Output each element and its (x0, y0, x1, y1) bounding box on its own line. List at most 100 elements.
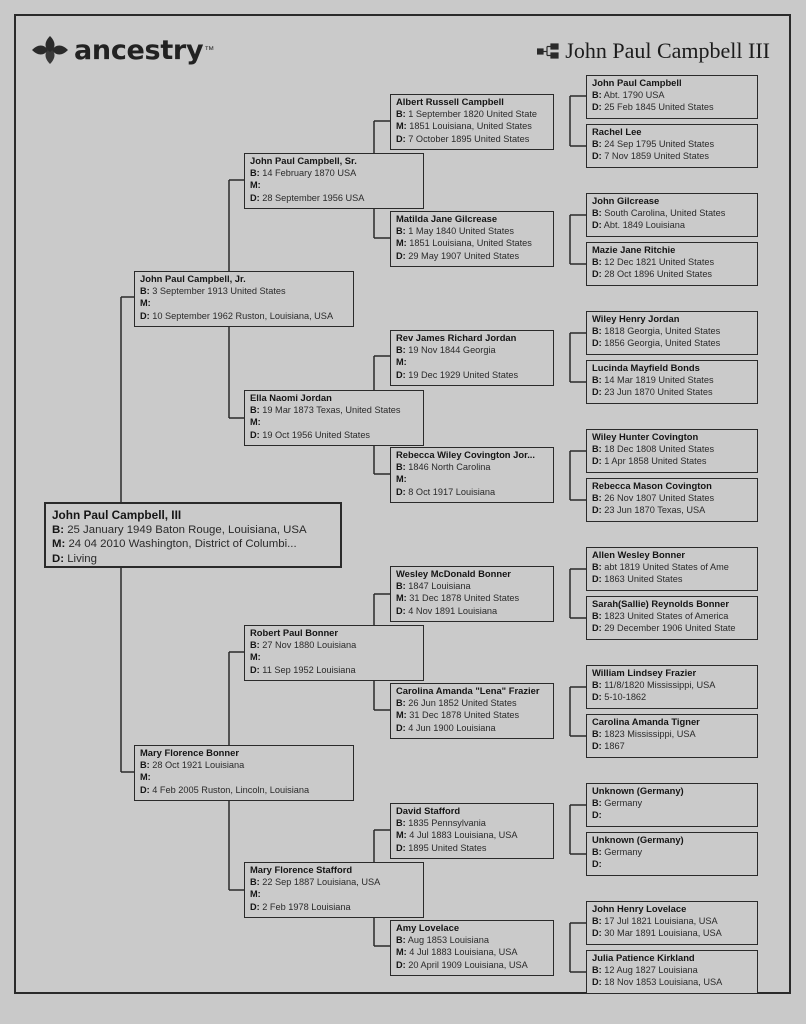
person-card-gen5-7[interactable]: Wiley Hunter Covington B: 18 Dec 1808 Un… (586, 429, 758, 473)
death-label: D: (396, 250, 406, 261)
person-card-gen5-8[interactable]: Rebecca Mason Covington B: 26 Nov 1807 U… (586, 478, 758, 522)
person-card-gen5-9[interactable]: Allen Wesley Bonner B: abt 1819 United S… (586, 547, 758, 591)
birth-value: Aug 1853 Louisiana (407, 935, 489, 946)
birth-label: B: (396, 109, 406, 120)
person-card-maternal-grandfather[interactable]: Robert Paul Bonner B: 27 Nov 1880 Louisi… (244, 625, 424, 681)
person-card-gen5-4[interactable]: Mazie Jane Ritchie B: 12 Dec 1821 United… (586, 242, 758, 286)
person-card-gen4-3[interactable]: Rev James Richard Jordan B: 19 Nov 1844 … (390, 330, 554, 386)
person-name: John Henry Lovelace (592, 903, 687, 914)
death-label: D: (396, 722, 406, 733)
person-card-gen5-1[interactable]: John Paul Campbell B: Abt. 1790 USA D: 2… (586, 75, 758, 119)
death-value: 30 Mar 1891 Louisiana, USA (604, 928, 722, 939)
person-name: Unknown (Germany) (592, 785, 684, 796)
person-card-mother[interactable]: Mary Florence Bonner B: 28 Oct 1921 Loui… (134, 745, 354, 801)
person-name: Allen Wesley Bonner (592, 549, 686, 560)
person-name: John Paul Campbell (592, 77, 682, 88)
person-card-maternal-grandmother[interactable]: Mary Florence Stafford B: 22 Sep 1887 Lo… (244, 862, 424, 918)
birth-value: 26 Nov 1807 United States (604, 493, 715, 504)
person-name: Carolina Amanda Tigner (592, 716, 700, 727)
person-card-gen4-8[interactable]: Amy Lovelace B: Aug 1853 Louisiana M: 4 … (390, 920, 554, 976)
marriage-label: M: (52, 538, 66, 551)
death-label: D: (250, 429, 260, 440)
birth-value: 3 September 1913 United States (152, 286, 286, 297)
marriage-label: M: (140, 298, 151, 309)
death-value: 23 Jun 1870 Texas, USA (604, 505, 706, 516)
person-name: Amy Lovelace (396, 922, 460, 933)
marriage-label: M: (396, 238, 407, 249)
birth-value: abt 1819 United States of Ame (604, 562, 729, 573)
death-value: 23 Jun 1870 United States (604, 387, 713, 398)
person-card-gen4-5[interactable]: Wesley McDonald Bonner B: 1847 Louisiana… (390, 566, 554, 622)
birth-value: Germany (604, 847, 643, 858)
birth-value: Abt. 1790 USA (603, 90, 665, 101)
birth-value: 14 February 1870 USA (262, 168, 357, 179)
death-value: 1867 (604, 741, 625, 752)
person-card-gen5-5[interactable]: Wiley Henry Jordan B: 1818 Georgia, Unit… (586, 311, 758, 355)
person-card-gen4-1[interactable]: Albert Russell Campbell B: 1 September 1… (390, 94, 554, 150)
death-value: 11 Sep 1952 Louisiana (262, 664, 356, 675)
person-card-paternal-grandmother[interactable]: Ella Naomi Jordan B: 19 Mar 1873 Texas, … (244, 390, 424, 446)
person-card-gen5-12[interactable]: Carolina Amanda Tigner B: 1823 Mississip… (586, 714, 758, 758)
person-card-gen4-2[interactable]: Matilda Jane Gilcrease B: 1 May 1840 Uni… (390, 211, 554, 267)
person-card-gen5-16[interactable]: Julia Patience Kirkland B: 12 Aug 1827 L… (586, 950, 758, 994)
birth-label: B: (140, 760, 150, 771)
person-card-gen5-11[interactable]: William Lindsey Frazier B: 11/8/1820 Mis… (586, 665, 758, 709)
birth-value: 12 Dec 1821 United States (604, 257, 715, 268)
person-name: Albert Russell Campbell (396, 96, 504, 107)
death-value: Living (67, 552, 97, 565)
marriage-value: 31 Dec 1878 United States (409, 593, 520, 604)
death-value: 1856 Georgia, United States (604, 338, 721, 349)
birth-label: B: (592, 562, 602, 573)
person-card-gen5-14[interactable]: Unknown (Germany) B: Germany D: (586, 832, 758, 876)
marriage-label: M: (396, 121, 407, 132)
person-card-gen5-15[interactable]: John Henry Lovelace B: 17 Jul 1821 Louis… (586, 901, 758, 945)
death-label: D: (396, 369, 406, 380)
person-card-gen5-10[interactable]: Sarah(Sallie) Reynolds Bonner B: 1823 Un… (586, 596, 758, 640)
death-label: D: (592, 692, 602, 703)
person-card-gen5-3[interactable]: John Gilcrease B: South Carolina, United… (586, 193, 758, 237)
death-label: D: (592, 574, 602, 585)
marriage-value: 1851 Louisiana, United States (409, 121, 532, 132)
birth-value: 1 May 1840 United States (408, 226, 514, 237)
birth-value: 18 Dec 1808 United States (604, 444, 715, 455)
birth-value: 1835 Pennsylvania (408, 818, 486, 829)
person-name: Sarah(Sallie) Reynolds Bonner (592, 598, 730, 609)
birth-label: B: (592, 326, 602, 337)
person-card-gen4-4[interactable]: Rebecca Wiley Covington Jor... B: 1846 N… (390, 447, 554, 503)
person-name: Robert Paul Bonner (250, 627, 339, 638)
death-value: 4 Nov 1891 Louisiana (408, 605, 498, 616)
birth-label: B: (250, 405, 260, 416)
death-label: D: (396, 605, 406, 616)
death-label: D: (592, 151, 602, 162)
death-value: 29 December 1906 United State (604, 623, 736, 634)
birth-value: 1847 Louisiana (408, 581, 471, 592)
person-name: Mary Florence Bonner (140, 747, 239, 758)
death-label: D: (396, 133, 406, 144)
person-card-father[interactable]: John Paul Campbell, Jr. B: 3 September 1… (134, 271, 354, 327)
birth-label: B: (250, 640, 260, 651)
person-card-paternal-grandfather[interactable]: John Paul Campbell, Sr. B: 14 February 1… (244, 153, 424, 209)
marriage-label: M: (396, 357, 407, 368)
death-value: 1863 United States (604, 574, 683, 585)
person-card-gen4-6[interactable]: Carolina Amanda "Lena" Frazier B: 26 Jun… (390, 683, 554, 739)
person-name: Unknown (Germany) (592, 834, 684, 845)
death-label: D: (592, 859, 602, 870)
death-label: D: (592, 810, 602, 821)
chart-title: John Paul Campbell III (537, 38, 770, 64)
birth-label: B: (592, 208, 602, 219)
birth-value: 1846 North Carolina (408, 462, 491, 473)
person-card-gen5-6[interactable]: Lucinda Mayfield Bonds B: 14 Mar 1819 Un… (586, 360, 758, 404)
birth-value: 11/8/1820 Mississippi, USA (604, 680, 716, 691)
death-label: D: (250, 192, 260, 203)
trademark-mark: ™ (204, 44, 215, 56)
death-label: D: (592, 928, 602, 939)
person-card-gen5-13[interactable]: Unknown (Germany) B: Germany D: (586, 783, 758, 827)
birth-value: 1823 Mississippi, USA (604, 729, 696, 740)
death-label: D: (592, 102, 602, 113)
person-card-gen4-7[interactable]: David Stafford B: 1835 Pennsylvania M: 4… (390, 803, 554, 859)
person-card-root[interactable]: John Paul Campbell, III B: 25 January 19… (44, 502, 342, 568)
birth-value: 22 Sep 1887 Louisiana, USA (262, 877, 381, 888)
person-card-gen5-2[interactable]: Rachel Lee B: 24 Sep 1795 United States … (586, 124, 758, 168)
leaf-logo-icon (32, 36, 68, 64)
